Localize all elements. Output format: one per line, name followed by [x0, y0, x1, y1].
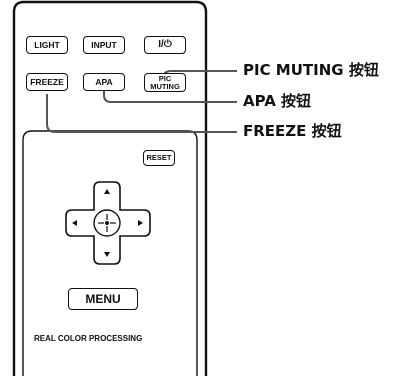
light-button[interactable]: LIGHT	[26, 36, 68, 54]
pic-muting-button[interactable]: PIC MUTING	[144, 73, 186, 92]
callout-apa: APA 按钮	[243, 92, 312, 110]
dpad-right-arrow-icon	[138, 220, 143, 226]
reset-button[interactable]: RESET	[143, 150, 175, 166]
leader-freeze	[46, 94, 237, 133]
dpad-up-arrow-icon	[104, 189, 110, 194]
dpad-center-icon	[98, 214, 116, 232]
apa-button[interactable]: APA	[83, 73, 125, 91]
leader-apa	[103, 90, 237, 103]
power-button[interactable]: I/⏻	[144, 36, 186, 54]
menu-button[interactable]: MENU	[68, 288, 138, 310]
callout-freeze: FREEZE 按钮	[243, 122, 342, 140]
callout-pic-muting: PIC MUTING 按钮	[243, 61, 379, 79]
remote-body	[12, 0, 208, 376]
remote-footer-label: REAL COLOR PROCESSING	[34, 334, 143, 343]
pic-muting-label-line2: MUTING	[150, 82, 180, 91]
input-button[interactable]: INPUT	[83, 36, 125, 54]
freeze-button[interactable]: FREEZE	[26, 73, 68, 91]
dpad-down-arrow-icon	[104, 252, 110, 257]
dpad-left-arrow-icon	[72, 220, 77, 226]
pic-muting-label-line1: PIC	[158, 73, 172, 83]
